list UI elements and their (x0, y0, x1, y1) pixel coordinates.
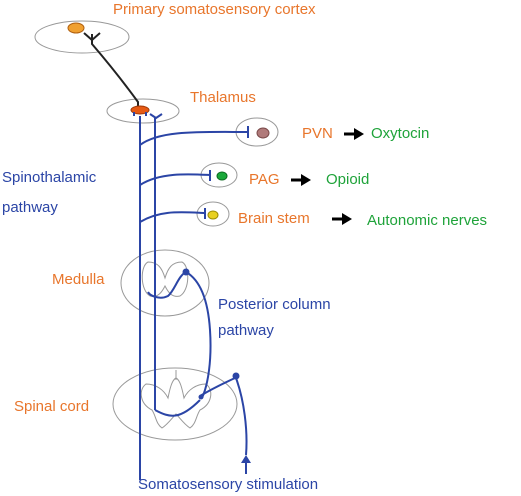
label-thalamus: Thalamus (190, 89, 256, 106)
label-opioid: Opioid (326, 171, 369, 188)
cortex-synapse (83, 32, 101, 42)
thalamus-cell (130, 105, 150, 115)
pvn-cell (256, 127, 270, 139)
label-cortex: Primary somatosensory cortex (113, 1, 316, 18)
label-spinal-cord: Spinal cord (14, 398, 89, 415)
branch-to-pag (139, 173, 211, 186)
spinal-neuron-dot (198, 394, 204, 400)
thalamocortical-neuron (91, 34, 139, 108)
label-spinothalamic: Spinothalamic (2, 169, 97, 186)
spinal-entry-fiber (199, 377, 236, 397)
label-oxytocin: Oxytocin (371, 125, 429, 142)
label-posterior-pathway: pathway (218, 322, 274, 339)
cortex-outline (34, 20, 130, 54)
label-pvn: PVN (302, 125, 333, 142)
label-medulla: Medulla (52, 271, 105, 288)
medulla-inner-shape (141, 261, 189, 297)
label-stimulation: Somatosensory stimulation (138, 476, 318, 493)
label-autonomic: Autonomic nerves (367, 212, 487, 229)
peripheral-afferent (235, 377, 248, 456)
label-brainstem: Brain stem (238, 210, 310, 227)
label-spinothalamic-pathway: pathway (2, 199, 58, 216)
right-arrow-icon (291, 174, 311, 186)
posterior-column-pathway (185, 271, 212, 399)
thalamus-synapse-right (149, 113, 163, 120)
medulla-loop (147, 271, 187, 299)
medulla-outline (120, 249, 210, 317)
branch-to-brainstem (139, 211, 206, 223)
cortex-cell (67, 22, 85, 34)
brainstem-cell (207, 210, 219, 220)
spinal-cord-gray-matter (140, 377, 212, 429)
label-pag: PAG (249, 171, 280, 188)
thalamus-outline (106, 98, 180, 124)
up-arrow-icon (241, 455, 251, 474)
spinal-crossing-fiber (154, 399, 201, 417)
brainstem-outline (196, 201, 230, 227)
label-posterior-column: Posterior column (218, 296, 331, 313)
medulla-neuron-dot (182, 268, 190, 276)
branch-to-pvn (139, 130, 249, 146)
right-arrow-icon (344, 128, 364, 140)
spinal-cord-outline (112, 367, 238, 441)
pag-cell (216, 171, 228, 181)
blue-pathways (133, 112, 249, 480)
dorsal-root-ganglion-dot (232, 372, 240, 380)
right-arrow-icon (332, 213, 352, 225)
